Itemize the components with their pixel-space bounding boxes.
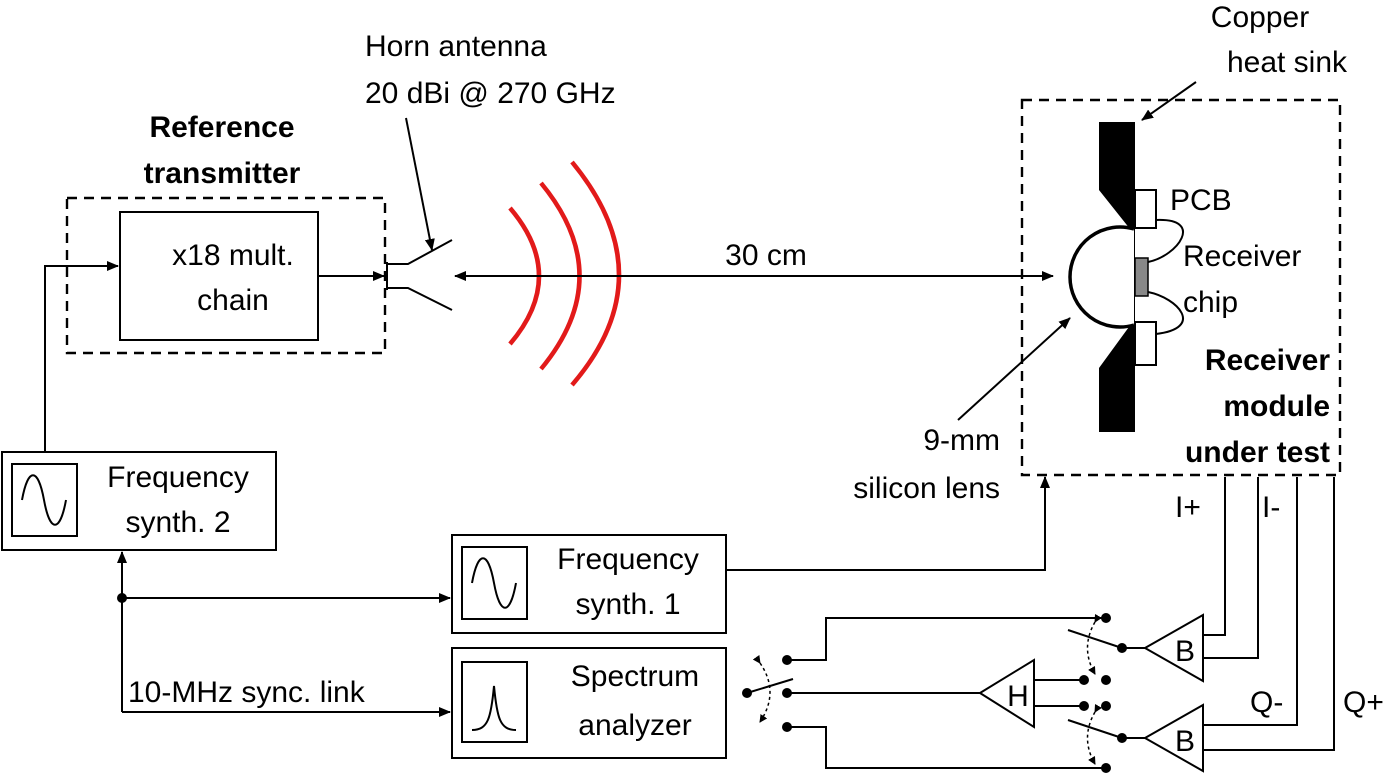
receiver-module-label-3: under test <box>1185 436 1330 469</box>
switch-throw-indicator <box>752 654 771 723</box>
output-i-minus-label: I- <box>1262 491 1280 524</box>
receiver-chip-shape <box>1134 257 1149 297</box>
silicon-lens-label-1: 9-mm <box>923 424 1000 457</box>
switch2-node-top <box>1101 613 1111 623</box>
horn-antenna-pointer <box>405 117 435 251</box>
horn-antenna-icon <box>386 239 453 311</box>
reference-transmitter-label-2: transmitter <box>144 157 301 190</box>
sine-wave-icon <box>471 557 517 609</box>
junction-dot <box>117 593 127 603</box>
amplifier-h <box>978 658 1035 729</box>
receiver-module-label-1: Receiver <box>1205 344 1330 377</box>
silicon-lens-pointer <box>957 317 1071 421</box>
spectrum-analyzer-group: Spectrum analyzer <box>451 647 727 759</box>
output-q-plus-label: Q+ <box>1343 686 1384 719</box>
copper-heat-sink-label-1: Copper <box>1211 1 1309 34</box>
amplifier-b-lower-label: B <box>1175 725 1195 758</box>
copper-heat-sink-shape <box>1099 122 1135 432</box>
freq-synth-2-label-2: synth. 2 <box>125 506 230 539</box>
wire-i-minus <box>1203 477 1259 659</box>
switch3-blade <box>1067 719 1123 739</box>
horn-antenna-label-2: 20 dBi @ 270 GHz <box>365 77 616 110</box>
freq-synth-1-label-1: Frequency <box>557 543 699 576</box>
amplifier-b-lower <box>1142 703 1204 773</box>
freq-synth-1-label-2: synth. 1 <box>575 588 680 621</box>
pcb-lower <box>1134 321 1157 366</box>
amplifier-b-upper <box>1142 613 1204 683</box>
synth2-to-mult-arrow <box>44 261 119 452</box>
copper-heat-sink-label-2: heat sink <box>1227 46 1348 79</box>
amplifier-h-label: H <box>1007 680 1029 713</box>
reference-transmitter-label-1: Reference <box>149 111 294 144</box>
spectrum-peak-icon <box>471 685 517 731</box>
sync-link-group: 10-MHz sync. link <box>117 551 451 717</box>
amplifier-b-upper-label: B <box>1175 635 1195 668</box>
switch2-node-bottom <box>1101 675 1111 685</box>
wire-q-minus <box>1203 477 1298 726</box>
switch2-blade <box>1067 629 1123 649</box>
sync-link-label: 10-MHz sync. link <box>128 676 366 709</box>
silicon-lens-shape <box>1068 225 1135 329</box>
switch3-node-bottom <box>1101 763 1111 773</box>
mult-chain-label-1: x18 mult. <box>172 239 294 272</box>
wire-upper <box>787 617 1106 661</box>
output-i-plus-label: I+ <box>1175 491 1201 524</box>
mult-chain-block <box>119 211 319 341</box>
distance-label: 30 cm <box>725 239 807 272</box>
switch3-node-top <box>1101 701 1111 711</box>
spectrum-icon <box>461 661 528 743</box>
freq-synth-2-label-1: Frequency <box>107 461 249 494</box>
wire-q-plus <box>1203 477 1335 751</box>
reference-transmitter-boundary <box>65 196 387 355</box>
silicon-lens-label-2: silicon lens <box>853 472 1000 505</box>
radiation-waves <box>508 160 622 387</box>
freq-synth-1-group: Frequency synth. 1 <box>451 476 1050 634</box>
freq-synth-2-group: Frequency synth. 2 <box>1 261 277 551</box>
switch3-throw-indicator <box>1086 703 1102 765</box>
receiver-chip-label-1: Receiver <box>1183 240 1301 273</box>
spectrum-analyzer-label-1: Spectrum <box>571 660 699 693</box>
wire-i-plus <box>1203 477 1226 636</box>
heat-sink-pointer <box>1141 81 1197 121</box>
switch-network: H B B I+ I- Q- Q+ <box>742 477 1384 773</box>
pcb-label: PCB <box>1170 184 1232 217</box>
h-node-lower <box>1079 701 1089 711</box>
pcb-upper <box>1134 189 1157 229</box>
receiver-module-boundary <box>1020 98 1342 477</box>
receiver-module-label-2: module <box>1223 390 1330 423</box>
h-node-upper <box>1079 675 1089 685</box>
bond-wire-upper <box>1147 218 1184 263</box>
reference-transmitter-group: Reference transmitter x18 mult. chain <box>65 111 387 355</box>
receiver-chip-label-2: chip <box>1183 286 1238 319</box>
sine-wave-icon <box>21 474 67 526</box>
switch2-throw-indicator <box>1086 613 1102 675</box>
synth1-to-receiver-arrow <box>726 476 1050 571</box>
mult-chain-label-2: chain <box>197 284 269 317</box>
bond-wire-lower <box>1147 291 1184 335</box>
wire-lower <box>787 726 1106 769</box>
spectrum-analyzer-label-2: analyzer <box>578 709 691 742</box>
receiver-module-group: Copper heat sink PCB Receiver chip Recei… <box>853 1 1348 505</box>
output-q-minus-label: Q- <box>1250 686 1283 719</box>
horn-antenna-label-1: Horn antenna <box>365 30 547 63</box>
horn-antenna-group: Horn antenna 20 dBi @ 270 GHz <box>365 30 616 311</box>
